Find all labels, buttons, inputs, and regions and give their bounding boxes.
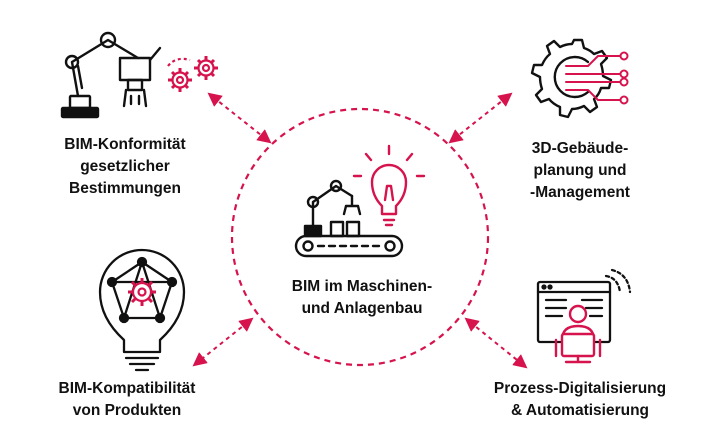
connector-arrow-bottom-left [192, 317, 254, 367]
center-label: BIM im Maschinen- und Anlagenbau [262, 276, 462, 320]
node-bottom-left-line-2: von Produkten [72, 402, 182, 419]
node-bottom-right-line-1: Prozess-Digitalisierung [493, 380, 667, 397]
lightbulb-icon [352, 144, 426, 227]
node-top-right-line-1: 3D-Gebäude- [531, 140, 629, 157]
node-bottom-right-line-2: & Automatisierung [510, 402, 650, 419]
node-top-right-line-3: -Management [530, 184, 630, 201]
node-bottom-left-line-1: BIM-Kompatibilität [58, 380, 196, 397]
node-bottom-right-label: Prozess-Digitalisierung & Automatisierun… [455, 378, 705, 422]
circuit-traces-icon [565, 51, 629, 105]
node-top-right-line-2: planung und [533, 162, 627, 179]
gear-small-icon [128, 278, 156, 306]
node-bottom-left-label: BIM-Kompatibilität von Produkten [22, 378, 232, 422]
node-top-left-line-3: Bestimmungen [69, 180, 181, 197]
gears-cluster-icon [167, 56, 218, 92]
node-top-right-label: 3D-Gebäude- planung und -Management [495, 138, 665, 204]
robot-conveyor-icon [294, 179, 404, 258]
connector-arrow-bottom-right [464, 317, 528, 369]
center-line-2: und Anlagenbau [301, 300, 423, 317]
node-top-left-line-2: gesetzlicher [80, 158, 170, 175]
robot-arm-gears-icon [60, 31, 162, 119]
connector-arrow-top-right [448, 92, 513, 144]
connector-arrow-top-left [207, 92, 272, 144]
node-top-left-line-1: BIM-Konformität [64, 136, 186, 153]
gear-circuit-icon [530, 38, 613, 119]
center-dashed-circle [230, 107, 490, 367]
center-line-1: BIM im Maschinen- [291, 278, 433, 295]
network-lightbulb-icon [98, 248, 186, 372]
node-top-left-label: BIM-Konformität gesetzlicher Bestimmunge… [30, 134, 220, 200]
workstation-screens-icon [536, 268, 632, 344]
user-at-desk-icon [554, 304, 602, 364]
